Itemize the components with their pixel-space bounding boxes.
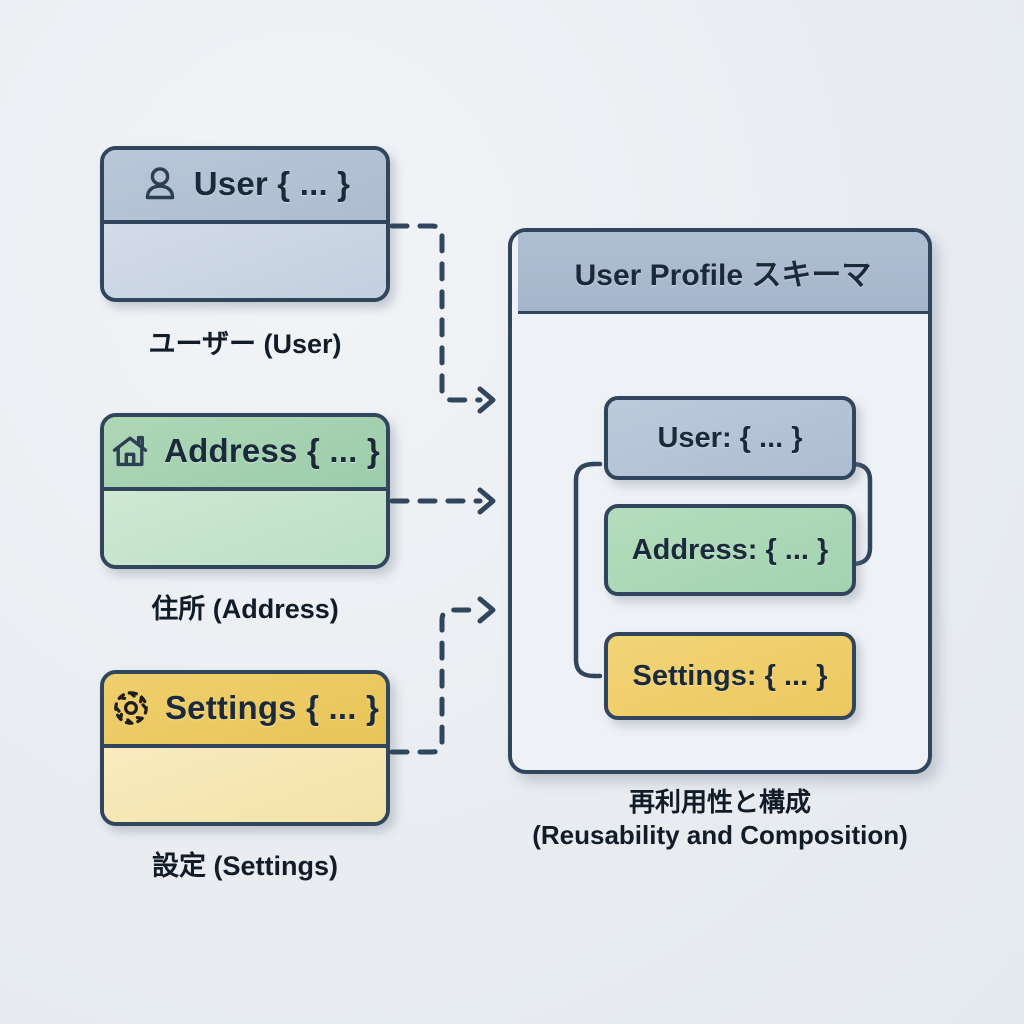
component-card-address-header: Address { ... } — [104, 417, 386, 491]
schema-caption: 再利用性と構成 (Reusability and Composition) — [494, 786, 946, 853]
component-card-user-title: User { ... } — [193, 165, 351, 202]
connector-address — [389, 490, 493, 512]
schema-field-settings[interactable]: Settings: { ... } — [604, 632, 856, 720]
person-icon — [140, 164, 180, 204]
schema-panel[interactable]: User Profile スキーマ User: { ... } Address:… — [508, 228, 932, 774]
schema-panel-header: User Profile スキーマ — [518, 232, 928, 314]
component-card-user-header: User { ... } — [104, 150, 386, 224]
schema-caption-line1: 再利用性と構成 — [628, 787, 811, 817]
gear-icon — [111, 688, 151, 728]
component-card-settings-body — [104, 748, 386, 822]
connector-user — [389, 223, 493, 411]
schema-field-user[interactable]: User: { ... } — [604, 396, 856, 480]
schema-caption-line2: (Reusability and Composition) — [532, 820, 908, 851]
component-card-address-body — [104, 491, 386, 565]
component-card-settings-title: Settings { ... } — [164, 689, 380, 726]
schema-field-settings-label: Settings: { ... } — [632, 659, 828, 692]
component-card-address[interactable]: Address { ... } — [100, 413, 390, 569]
schema-panel-title: User Profile スキーマ — [574, 258, 872, 292]
component-caption-user: ユーザー (User) — [148, 329, 342, 359]
component-caption-settings: 設定 (Settings) — [152, 851, 338, 881]
component-card-address-title: Address { ... } — [164, 432, 380, 469]
component-card-user-body — [104, 224, 386, 298]
component-caption-address: 住所 (Address) — [151, 594, 339, 624]
schema-field-address[interactable]: Address: { ... } — [604, 504, 856, 596]
component-card-settings-header: Settings { ... } — [104, 674, 386, 748]
component-card-settings[interactable]: Settings { ... } — [100, 670, 390, 826]
house-icon — [110, 431, 150, 471]
component-card-user[interactable]: User { ... } — [100, 146, 390, 302]
schema-field-address-label: Address: { ... } — [631, 533, 829, 566]
connector-settings — [389, 599, 493, 755]
schema-field-user-label: User: { ... } — [657, 421, 803, 454]
